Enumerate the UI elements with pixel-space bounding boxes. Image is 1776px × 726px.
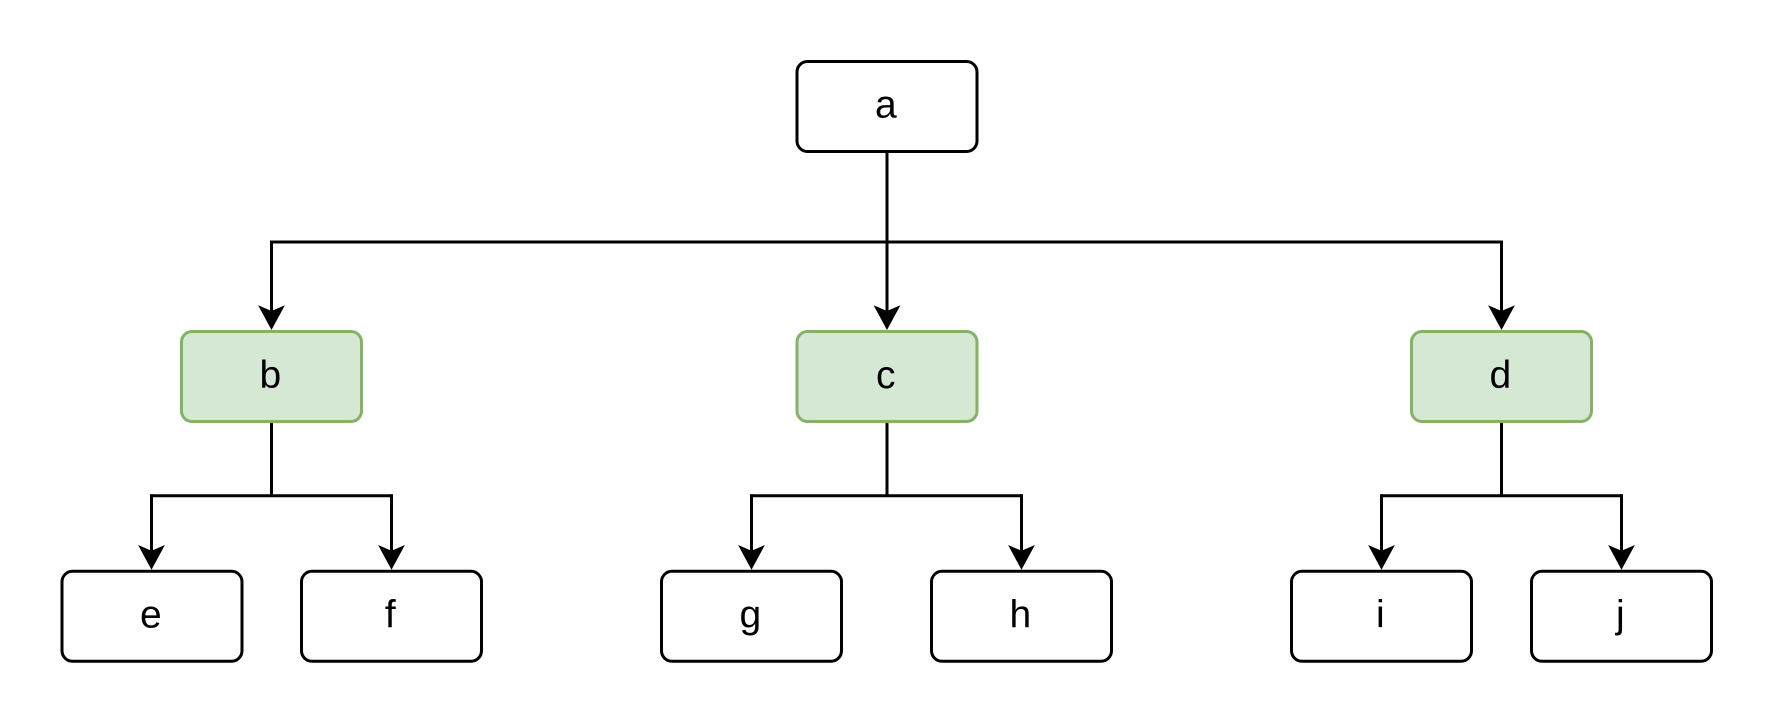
svg-text:j: j [1615,594,1625,637]
svg-text:i: i [1376,594,1385,637]
svg-text:d: d [1489,354,1511,397]
svg-text:h: h [1009,594,1031,637]
svg-text:e: e [140,594,162,637]
svg-text:c: c [876,354,896,397]
svg-text:g: g [739,594,761,637]
svg-text:b: b [259,354,281,397]
svg-text:f: f [385,594,396,637]
svg-text:a: a [875,84,897,127]
